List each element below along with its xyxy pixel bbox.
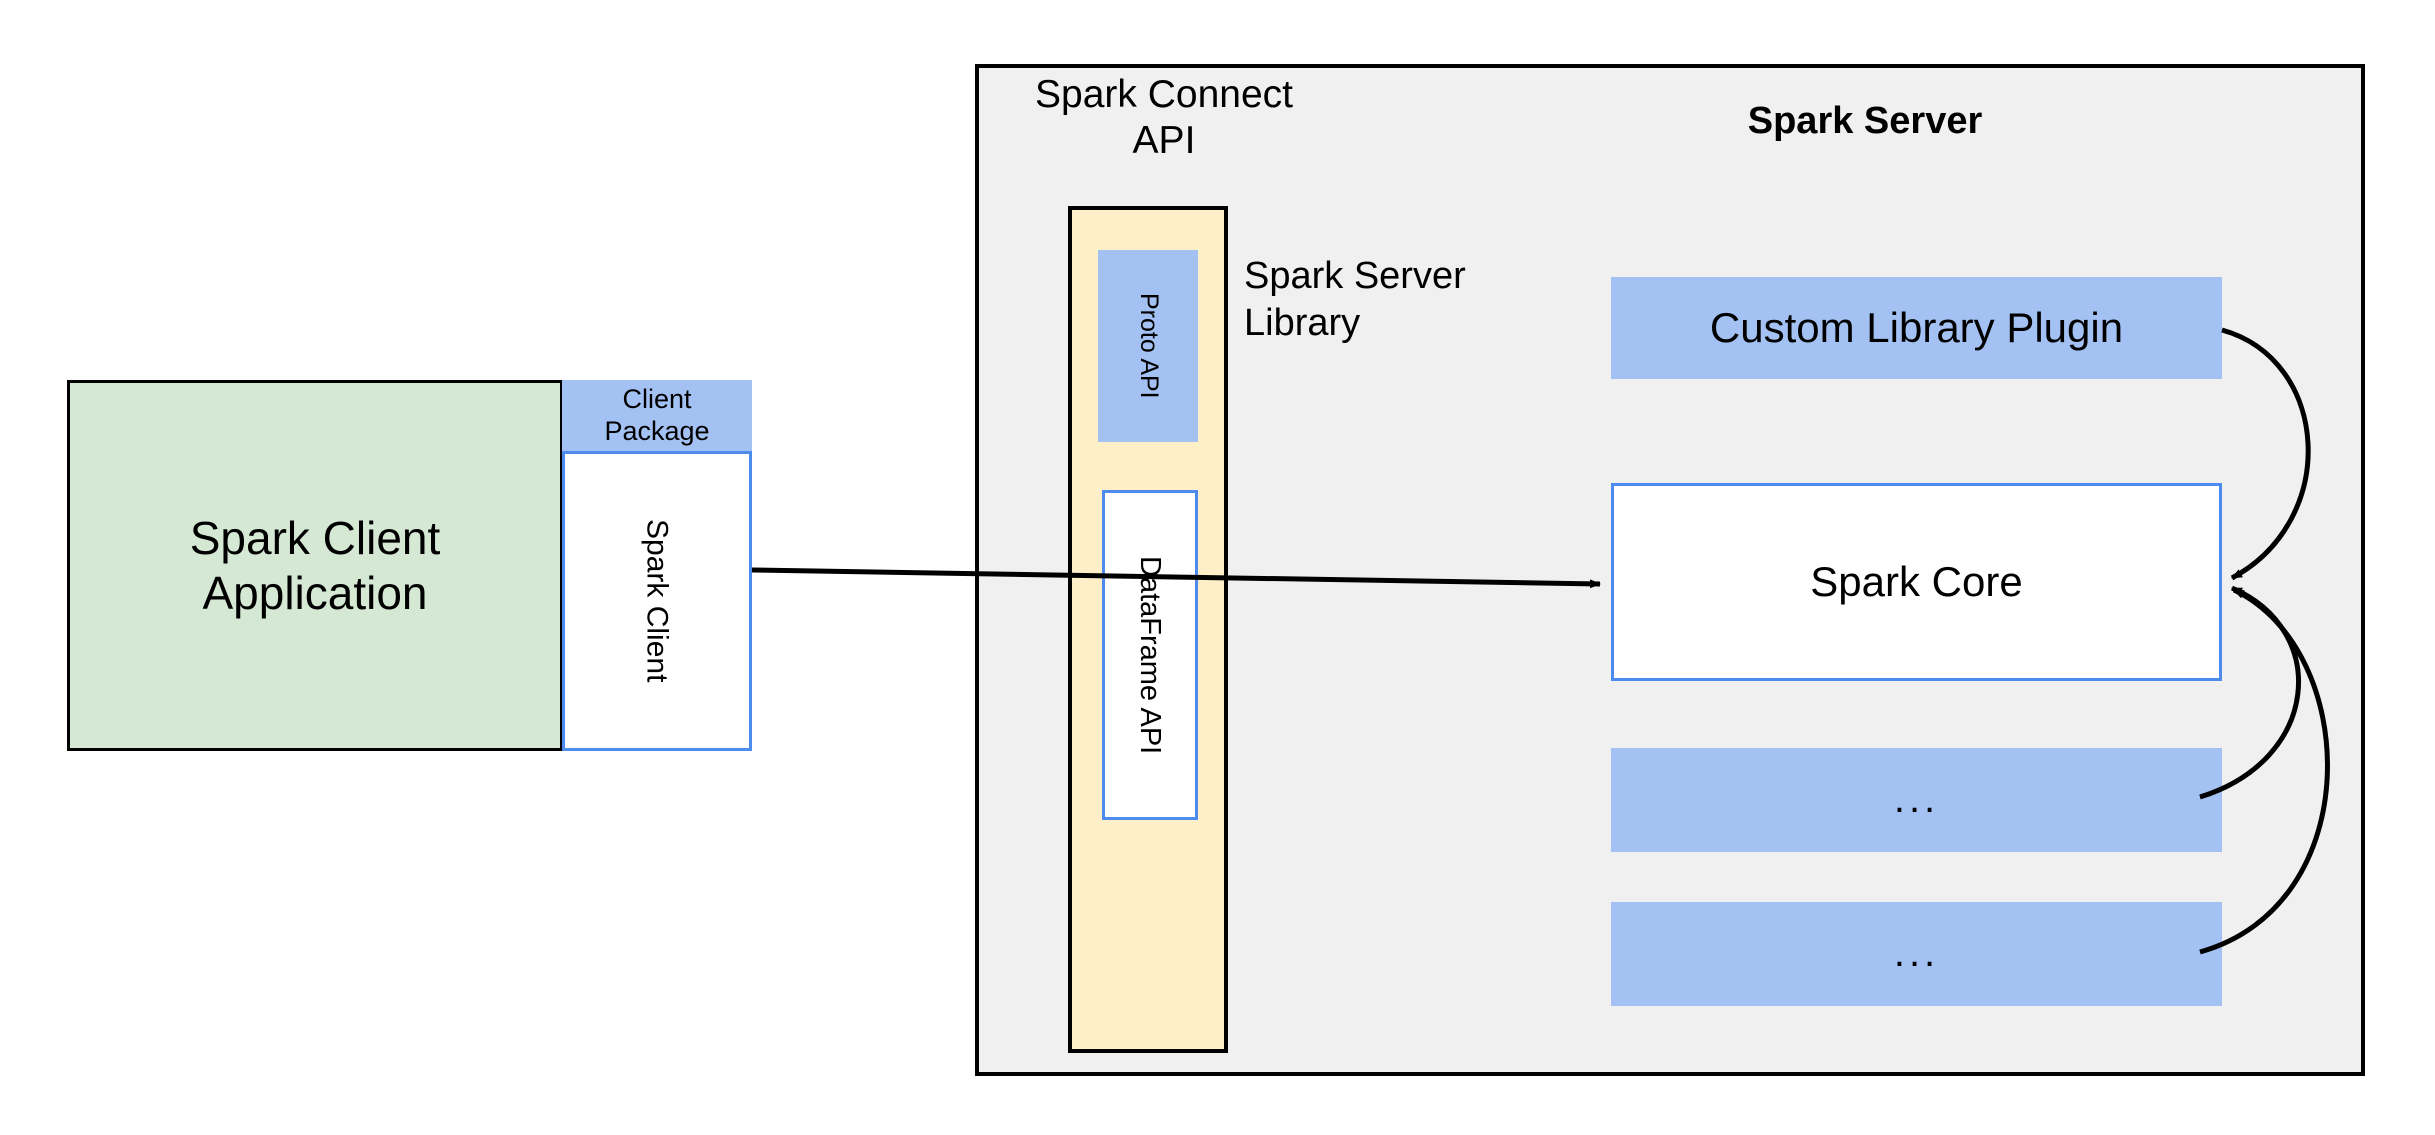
spark-client-box: Spark Client [562,451,752,751]
dataframe-api-box: DataFrame API [1102,490,1198,820]
ellipsis-label-2: ... [1893,931,1940,976]
spark-client-application-box: Spark Client Application [67,380,563,751]
server-library-line1: Spark Server [1244,254,1466,297]
spark-core-label: Spark Core [1810,558,2023,606]
connect-api-line2: API [1132,119,1196,162]
spark-core-box: Spark Core [1611,483,2222,681]
client-package-line2: Package [604,415,710,446]
client-app-line2: Application [202,566,428,619]
custom-library-plugin-label: Custom Library Plugin [1709,304,2124,352]
client-package-line1: Client [622,383,692,414]
proto-api-label: Proto API [1134,293,1163,399]
spark-client-label: Spark Client [640,519,674,683]
client-package-box: Client Package [562,380,752,451]
ellipsis-label-1: ... [1893,777,1940,822]
server-library-line2: Library [1244,302,1361,344]
custom-library-plugin-box: Custom Library Plugin [1611,277,2222,379]
proto-api-box: Proto API [1098,250,1198,442]
spark-server-title: Spark Server [1747,99,1983,142]
dataframe-api-label: DataFrame API [1134,555,1167,755]
spark-server-library-label: Spark Server Library [1244,250,1544,350]
spark-connect-api-label: Spark Connect API [1019,68,1309,168]
ellipsis-box-2: ... [1611,902,2222,1006]
ellipsis-box-1: ... [1611,748,2222,852]
client-app-line1: Spark Client [189,512,441,565]
connect-api-line1: Spark Connect [1035,72,1293,116]
